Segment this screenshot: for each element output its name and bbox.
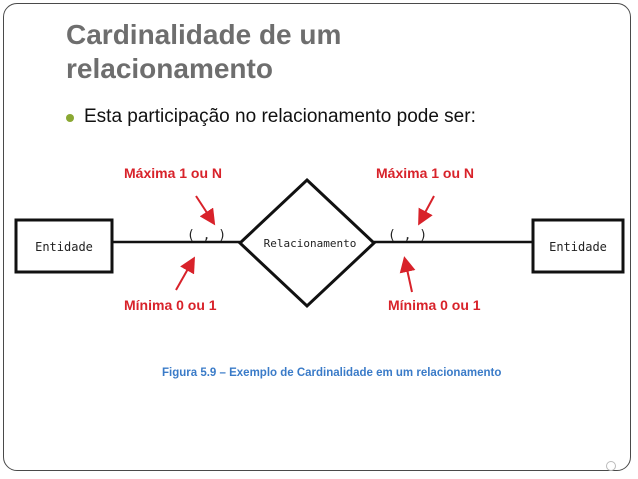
arrow-max-left (195, 195, 216, 226)
bullet-icon (66, 114, 74, 122)
entity-left-label: Entidade (35, 240, 93, 254)
max-label-right: Máxima 1 ou N (376, 165, 474, 181)
min-label-left: Mínima 0 ou 1 (124, 297, 217, 313)
resize-handle (606, 461, 616, 471)
entity-right-label: Entidade (549, 240, 607, 254)
slide-frame (3, 3, 631, 471)
entity-left: Entidade (14, 218, 114, 274)
relationship-diamond: Relacionamento (237, 177, 377, 309)
cardinality-right: ( , ) (388, 228, 427, 243)
relationship-label: Relacionamento (264, 237, 357, 250)
figure-caption: Figura 5.9 – Exemplo de Cardinalidade em… (162, 367, 501, 379)
cardinality-left: ( , ) (187, 228, 226, 243)
arrow-min-right (399, 256, 416, 293)
arrow-min-left (175, 256, 195, 291)
entity-right: Entidade (531, 218, 625, 274)
bullet-item: Esta participação no relacionamento pode… (66, 106, 476, 128)
slide-title: Cardinalidade de um relacionamento (66, 19, 342, 84)
arrow-max-right (418, 195, 435, 226)
max-label-left: Máxima 1 ou N (124, 165, 222, 181)
bullet-text: Esta participação no relacionamento pode… (84, 106, 476, 127)
min-label-right: Mínima 0 ou 1 (388, 297, 481, 313)
